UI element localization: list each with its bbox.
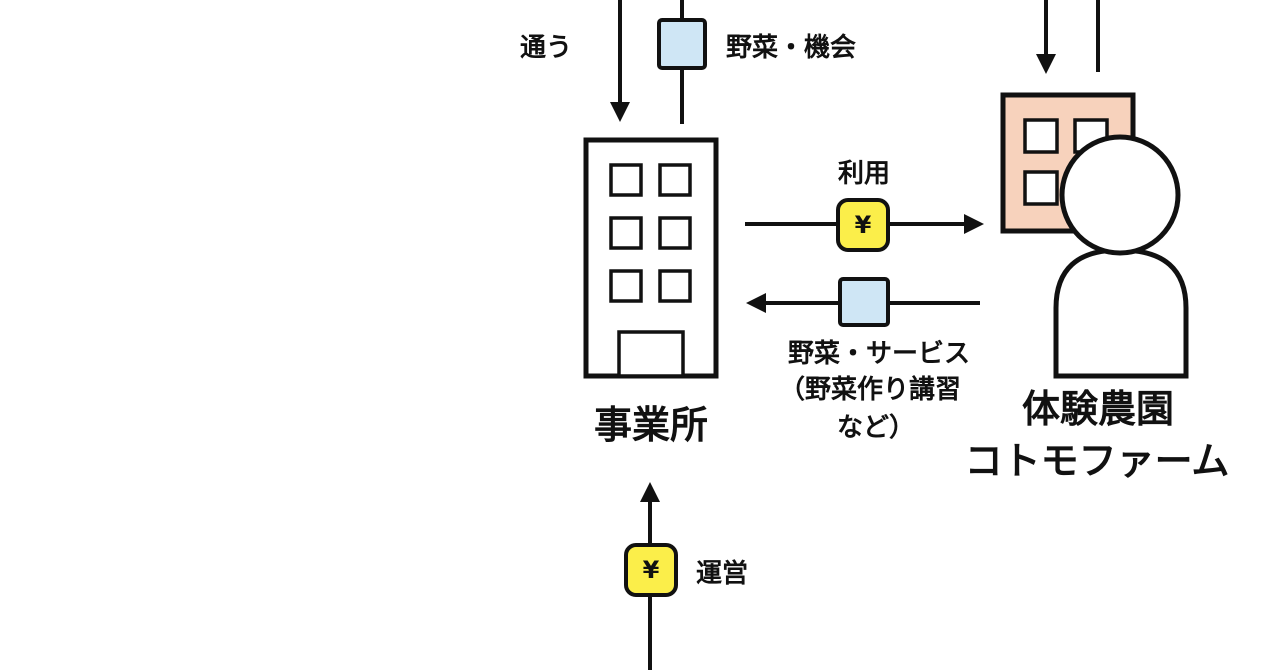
farm-label-line1: 体験農園 (1022, 387, 1174, 431)
operation-label: 運営 (696, 559, 748, 589)
yen-coin-icon: ¥ (836, 198, 890, 252)
veg-service-label-line2: （野菜作り講習 (779, 374, 961, 405)
veg-opportunity-token (657, 18, 707, 70)
veg-service-token (838, 277, 890, 327)
veg-opportunity-label: 野菜・機会 (726, 33, 856, 63)
yen-symbol: ¥ (855, 211, 872, 239)
office-label: 事業所 (594, 403, 708, 447)
farm-label-line2: コトモファーム (965, 439, 1230, 483)
commute-label: 通う (520, 33, 572, 63)
veg-service-label-line3: など） (837, 413, 915, 443)
yen-symbol: ¥ (643, 556, 660, 584)
office-building-icon (583, 137, 719, 379)
veg-service-label-line1: 野菜・サービス (788, 339, 970, 369)
person-icon (1053, 134, 1189, 379)
usage-label: 利用 (838, 159, 890, 189)
yen-coin-icon: ¥ (624, 543, 678, 597)
